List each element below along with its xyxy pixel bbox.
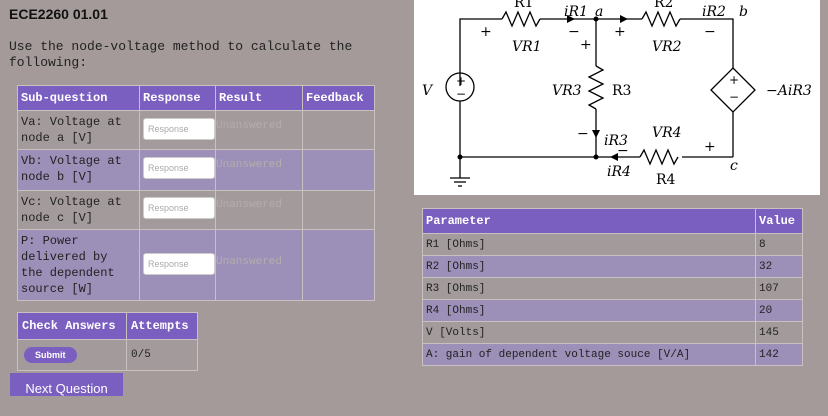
- label-node-c: c: [730, 158, 738, 174]
- param-name: A: gain of dependent voltage souce [V/A]: [422, 343, 756, 366]
- polarity-plus: +: [704, 139, 716, 155]
- polarity-plus: +: [480, 24, 492, 40]
- polarity-minus: −: [456, 87, 466, 101]
- param-value: 32: [755, 255, 803, 278]
- param-name: R2 [Ohms]: [422, 255, 756, 278]
- feedback-cell: [302, 229, 375, 301]
- polarity-minus: −: [568, 24, 580, 40]
- attempts-count: 0/5: [126, 339, 198, 371]
- subquestion-label: Vc: Voltage at node c [V]: [17, 190, 140, 230]
- param-value: 8: [755, 233, 803, 256]
- table-row: R4 [Ohms] 20: [422, 299, 803, 322]
- subquestion-label: P: Power delivered by the dependent sour…: [17, 229, 140, 301]
- questions-table: Sub-question Response Result Feedback Va…: [17, 85, 375, 301]
- polarity-plus: +: [580, 37, 592, 53]
- param-name: V [Volts]: [422, 321, 756, 344]
- label-ir1: iR1: [564, 4, 588, 20]
- label-vr1: VR1: [512, 39, 542, 55]
- param-name: R3 [Ohms]: [422, 277, 756, 300]
- page-title: ECE2260 01.01: [9, 6, 108, 22]
- label-ir3: iR3: [604, 133, 628, 149]
- parameters-table: Parameter Value R1 [Ohms] 8 R2 [Ohms] 32…: [422, 208, 803, 366]
- table-row: Vb: Voltage at node b [V] Unanswered: [17, 149, 375, 191]
- table-row: V [Volts] 145: [422, 321, 803, 344]
- label-node-a: a: [595, 4, 603, 20]
- param-value: 145: [755, 321, 803, 344]
- polarity-minus: −: [617, 143, 629, 159]
- label-v: V: [422, 83, 434, 99]
- header-check-answers: Check Answers: [17, 312, 127, 340]
- header-attempts: Attempts: [126, 312, 198, 340]
- feedback-cell: [302, 190, 375, 230]
- header-response: Response: [139, 85, 216, 111]
- param-value: 142: [755, 343, 803, 366]
- label-r2: R2: [654, 0, 673, 11]
- table-row: R3 [Ohms] 107: [422, 277, 803, 300]
- param-value: 107: [755, 277, 803, 300]
- feedback-cell: [302, 110, 375, 150]
- response-input-vc[interactable]: [143, 197, 215, 219]
- label-ir2: iR2: [702, 4, 726, 20]
- label-dep-source: −AiR3: [766, 83, 812, 99]
- param-value: 20: [755, 299, 803, 322]
- next-question-button[interactable]: Next Question: [10, 373, 123, 396]
- table-row: R2 [Ohms] 32: [422, 255, 803, 278]
- response-input-va[interactable]: [143, 118, 215, 140]
- label-ir4: iR4: [607, 164, 631, 180]
- parameters-header-row: Parameter Value: [422, 208, 803, 234]
- circuit-svg: R1 R2 iR1 a iR2 b VR1 VR2 VR3 R3 V −AiR3…: [422, 0, 812, 188]
- table-row: R1 [Ohms] 8: [422, 233, 803, 256]
- label-vr2: VR2: [652, 39, 682, 55]
- result-status: Unanswered: [216, 256, 283, 268]
- questions-header-row: Sub-question Response Result Feedback: [17, 85, 375, 111]
- label-r1: R1: [514, 0, 533, 11]
- param-name: R1 [Ohms]: [422, 233, 756, 256]
- label-r4: R4: [656, 172, 676, 188]
- response-input-vb[interactable]: [143, 157, 215, 179]
- result-status: Unanswered: [216, 120, 283, 132]
- header-result: Result: [215, 85, 303, 111]
- polarity-plus: +: [614, 24, 626, 40]
- result-status: Unanswered: [216, 199, 283, 211]
- param-name: R4 [Ohms]: [422, 299, 756, 322]
- table-row: Va: Voltage at node a [V] Unanswered: [17, 110, 375, 150]
- feedback-cell: [302, 149, 375, 191]
- polarity-minus: −: [729, 90, 739, 104]
- submit-button[interactable]: Submit: [24, 347, 77, 363]
- polarity-plus: +: [729, 73, 739, 87]
- header-feedback: Feedback: [302, 85, 375, 111]
- subquestion-label: Va: Voltage at node a [V]: [17, 110, 140, 150]
- result-status: Unanswered: [216, 159, 283, 171]
- table-row: Vc: Voltage at node c [V] Unanswered: [17, 190, 375, 230]
- header-value: Value: [755, 208, 803, 234]
- header-parameter: Parameter: [422, 208, 756, 234]
- subquestion-label: Vb: Voltage at node b [V]: [17, 149, 140, 191]
- label-r3: R3: [612, 83, 631, 99]
- header-subquestion: Sub-question: [17, 85, 140, 111]
- polarity-plus: +: [456, 74, 466, 88]
- label-vr4: VR4: [652, 125, 682, 141]
- response-input-p[interactable]: [143, 253, 215, 275]
- check-answers-table: Check Answers Attempts Submit 0/5: [17, 312, 198, 371]
- polarity-minus: −: [704, 24, 716, 40]
- label-node-b: b: [739, 4, 748, 20]
- polarity-minus: −: [577, 126, 589, 142]
- label-vr3: VR3: [552, 83, 582, 99]
- table-row: P: Power delivered by the dependent sour…: [17, 229, 375, 301]
- instructions-text: Use the node-voltage method to calculate…: [9, 39, 361, 70]
- circuit-diagram: R1 R2 iR1 a iR2 b VR1 VR2 VR3 R3 V −AiR3…: [414, 0, 820, 195]
- table-row: A: gain of dependent voltage souce [V/A]…: [422, 343, 803, 366]
